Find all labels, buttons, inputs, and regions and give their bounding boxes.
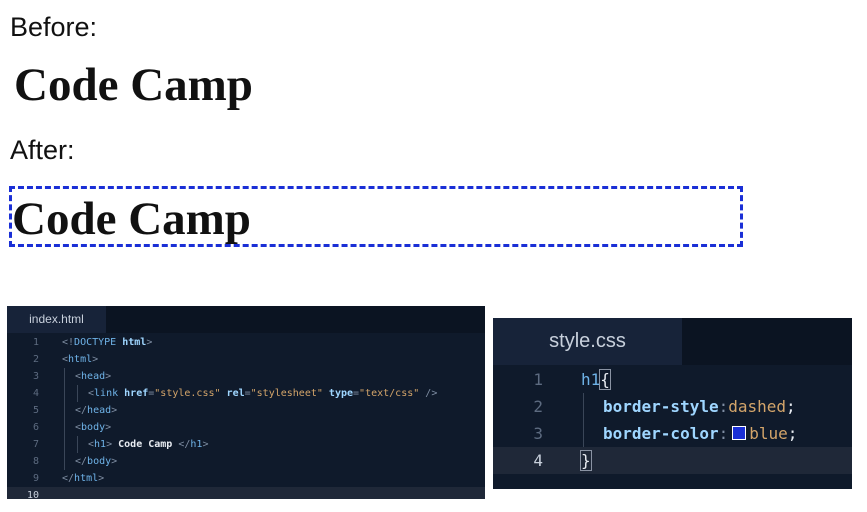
line-number: 8	[32, 456, 39, 467]
code-text: }	[580, 450, 592, 471]
code-text: border-color:blue;	[603, 424, 798, 443]
line-number: 7	[32, 439, 39, 450]
code-line[interactable]: 3 <head>	[7, 368, 485, 385]
line-number: 1	[32, 337, 39, 348]
code-text: <link href="style.css" rel="stylesheet" …	[88, 388, 438, 399]
code-text: </html>	[62, 473, 105, 484]
line-number: 6	[32, 422, 39, 433]
html-editor-tabbar: index.html	[7, 306, 485, 333]
demo-heading-box	[9, 186, 743, 247]
indent-guide	[64, 436, 65, 453]
line-number: 4	[32, 388, 39, 399]
line-number: 3	[32, 371, 39, 382]
tab-style-css[interactable]: style.css	[493, 318, 682, 365]
code-text: </head>	[75, 405, 118, 416]
indent-guide	[64, 453, 65, 470]
code-text: h1{	[581, 369, 611, 390]
code-line[interactable]: 8 </body>	[7, 453, 485, 470]
css-code-editor[interactable]: style.css 1 h1{ 2 border-style:dashed; 3 bord…	[493, 318, 852, 489]
code-line[interactable]: 5 </head>	[7, 402, 485, 419]
before-label: Before:	[10, 12, 98, 42]
line-number: 4	[533, 451, 543, 470]
after-label: After:	[10, 135, 75, 165]
line-number: 9	[32, 473, 39, 484]
code-line[interactable]: 9 </html>	[7, 470, 485, 487]
line-number: 5	[32, 405, 39, 416]
code-line[interactable]: 7 <h1> Code Camp </h1>	[7, 436, 485, 453]
code-text: <!DOCTYPE html>	[62, 337, 153, 348]
code-text: <html>	[62, 354, 99, 365]
code-line[interactable]: 6 <body>	[7, 419, 485, 436]
code-line[interactable]: 10	[7, 487, 485, 499]
code-line[interactable]: 1 h1{	[493, 366, 852, 393]
indent-guide	[77, 385, 78, 402]
line-number: 2	[32, 354, 39, 365]
css-editor-tabbar: style.css	[493, 318, 852, 365]
line-number: 1	[533, 370, 543, 389]
line-number: 3	[533, 424, 543, 443]
code-line[interactable]: 1 <!DOCTYPE html>	[7, 334, 485, 351]
code-line[interactable]: 2 <html>	[7, 351, 485, 368]
tab-index-html[interactable]: index.html	[7, 306, 106, 333]
indent-guide	[64, 402, 65, 419]
indent-guide	[64, 368, 65, 385]
html-code-editor[interactable]: index.html 1 <!DOCTYPE html> 2 <html> 3 <head…	[7, 306, 485, 499]
indent-guide	[583, 393, 584, 420]
indent-guide	[64, 419, 65, 436]
code-line[interactable]: 4 <link href="style.css" rel="stylesheet"…	[7, 385, 485, 402]
demo-heading-after: Code Camp	[12, 193, 251, 245]
code-text: <h1> Code Camp </h1>	[88, 439, 209, 450]
line-number: 10	[26, 490, 39, 499]
code-text: <head>	[75, 371, 112, 382]
code-line[interactable]: 3 border-color:blue;	[493, 420, 852, 447]
indent-guide	[64, 385, 65, 402]
code-text: <body>	[75, 422, 112, 433]
code-text: </body>	[75, 456, 118, 467]
code-line[interactable]: 2 border-style:dashed;	[493, 393, 852, 420]
line-number: 2	[533, 397, 543, 416]
demo-heading-before: Code Camp	[14, 59, 253, 111]
code-line[interactable]: 4}	[493, 447, 852, 474]
indent-guide	[583, 420, 584, 447]
code-text: border-style:dashed;	[603, 397, 796, 416]
indent-guide	[77, 436, 78, 453]
